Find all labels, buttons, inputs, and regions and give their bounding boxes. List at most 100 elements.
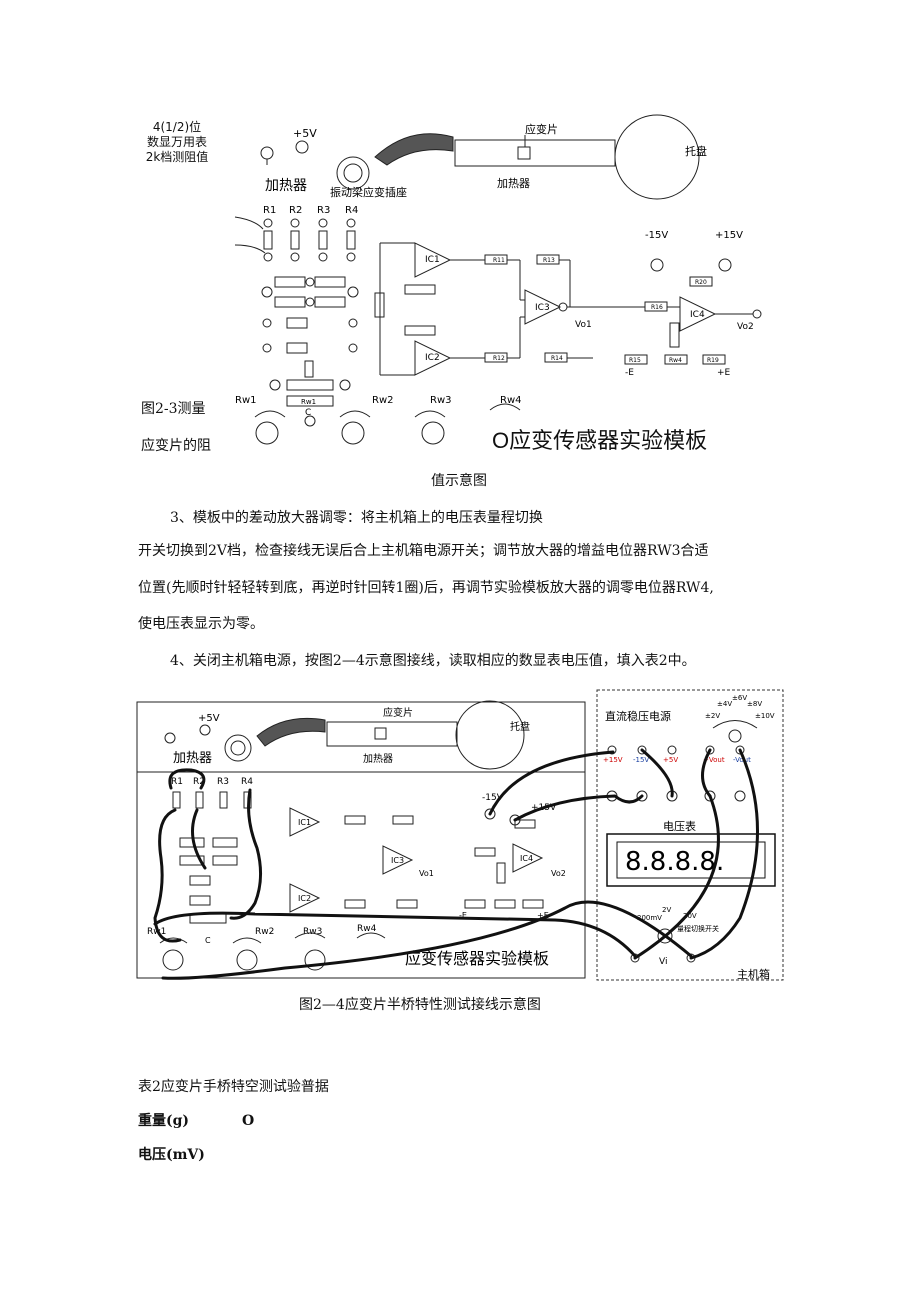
label-minus15v: -15V	[645, 230, 668, 241]
table2-row1-label: 重量(g)	[138, 1113, 190, 1129]
step3-line4: 使电压表显示为零。	[138, 616, 264, 632]
label-strain-gauge: 应变片	[525, 122, 558, 136]
label2-neg-e: -E	[459, 911, 467, 920]
label-rw3: Rw3	[430, 395, 452, 406]
strain-module-diagram-1: +5V 加热器 振动梁应变插座 应变片 加热器 托盘 R1 R2 R3 R4 R…	[234, 114, 762, 445]
host-box	[596, 689, 784, 981]
label-r4: R4	[345, 205, 358, 216]
label2-c: C	[205, 936, 211, 945]
label-vo1: Vo1	[575, 320, 592, 330]
label-beam-socket: 振动梁应变插座	[330, 185, 407, 199]
tray	[614, 114, 700, 200]
label2-pm8: ±8V	[747, 700, 762, 708]
label2-r1: R1	[171, 777, 183, 787]
label2-tray: 托盘	[510, 720, 530, 733]
fig1-caption-b: 应变片的阻	[141, 438, 211, 454]
label2-vout-minus: -Vout	[733, 756, 751, 764]
label-rw2: Rw2	[372, 395, 394, 406]
label2-pm6: ±6V	[732, 694, 747, 702]
label2-host: 主机箱	[737, 967, 770, 981]
label2-ic1: IC1	[298, 818, 311, 827]
label-r2: R2	[289, 205, 302, 216]
label2-pm4: ±4V	[717, 700, 732, 708]
terminal-5v	[295, 140, 309, 154]
label2-dc-supply: 直流稳压电源	[605, 709, 671, 723]
label2-vo1: Vo1	[419, 869, 434, 878]
range-switch-knob	[657, 928, 673, 944]
label2-heater-2: 加热器	[363, 752, 393, 765]
label2-ic4: IC4	[520, 854, 533, 863]
label2-20v: 20V	[683, 912, 697, 920]
label2-vout-plus: +Vout	[703, 756, 725, 764]
label-rw4: Rw4	[500, 395, 522, 406]
label-rw1: Rw1	[235, 395, 257, 406]
label2-heater: 加热器	[173, 751, 212, 766]
voltmeter-digits: 8.8.8.8.	[625, 847, 724, 877]
label-r11: R11	[493, 257, 505, 264]
strain-gauge-square	[517, 146, 531, 160]
note-line-3: 2k档测阻值	[145, 150, 209, 164]
label-ic3: IC3	[535, 303, 550, 313]
label-plus15v: +15V	[715, 230, 743, 241]
label2-strain-gauge: 应变片	[383, 706, 413, 719]
label-neg-e: -E	[625, 368, 634, 378]
note-line-2: 数显万用表	[146, 135, 207, 149]
label-ic1: IC1	[425, 255, 440, 265]
label-ic2: IC2	[425, 353, 440, 363]
fig2-caption: 图2—4应变片半桥特性测试接线示意图	[299, 997, 541, 1013]
label2-pm2: ±2V	[705, 712, 720, 720]
label-r19: R19	[707, 357, 719, 364]
beam-socket	[336, 156, 370, 190]
label2-pm10: ±10V	[755, 712, 775, 720]
label-heater: 加热器	[265, 178, 307, 194]
table2-title: 表2应变片手桥特空测试验普据	[138, 1079, 329, 1095]
label2-m15: -15V	[633, 756, 649, 764]
label2-p15: +15V	[603, 756, 623, 764]
label2-voltmeter: 电压表	[663, 819, 696, 833]
label-5v: +5V	[293, 127, 317, 140]
table2-row1-value: O	[242, 1113, 255, 1129]
step3-line3: 位置(先顺时针轻轻转到底，再逆时针回转1圈)后，再调节实验模板放大器的调零电位器…	[138, 580, 714, 596]
fig1-caption-a: 图2-3测量	[141, 401, 206, 417]
label2-r4: R4	[241, 777, 253, 787]
label2-module-title: 应变传感器实验模板	[405, 949, 549, 968]
label-pos-e: +E	[717, 368, 731, 378]
label2-pos-e: +E	[537, 911, 549, 920]
label-r13: R13	[543, 257, 555, 264]
label2-r2: R2	[193, 777, 205, 787]
voltmeter-display-frame	[606, 833, 776, 887]
label-r20: R20	[695, 279, 707, 286]
label2-rw4: Rw4	[357, 924, 377, 934]
label-c: C	[305, 408, 311, 418]
label-r1: R1	[263, 205, 276, 216]
label-heater-2: 加热器	[497, 177, 530, 190]
label-r15: R15	[629, 357, 641, 364]
label2-p5: +5V	[663, 756, 678, 764]
label-r3: R3	[317, 205, 330, 216]
label-rw4-small: Rw4	[669, 357, 682, 364]
table2-row2-label: 电压(mV)	[138, 1147, 205, 1163]
multimeter-note: 4(1/2)位 数显万用表 2k档测阻值	[132, 120, 222, 165]
label2-minus15v: -15V	[482, 793, 504, 803]
label2-vi: Vi	[659, 957, 667, 967]
label-r14: R14	[551, 355, 563, 362]
module-board	[136, 701, 586, 979]
note-line-1: 4(1/2)位	[152, 120, 202, 134]
label-ic4: IC4	[690, 310, 705, 320]
fig1-module-title: O应变传感器实验模板	[492, 428, 708, 453]
beam-body	[454, 139, 616, 167]
label2-5v: +5V	[198, 713, 220, 724]
label2-200mv: 200mV	[637, 914, 662, 922]
label2-r3: R3	[217, 777, 229, 787]
label-vo2: Vo2	[737, 322, 754, 332]
label-r12: R12	[493, 355, 505, 362]
beam-arm	[374, 133, 454, 166]
label-tray: 托盘	[685, 144, 707, 158]
step4-text: 4、关闭主机箱电源，按图2—4示意图接线，读取相应的数显表电压值，填入表2中。	[170, 653, 696, 669]
step3-line2: 开关切换到2V档，检查接线无误后合上主机箱电源开关；调节放大器的增益电位器RW3…	[138, 543, 709, 559]
label2-vo2: Vo2	[551, 869, 566, 878]
voltmeter-display	[616, 841, 766, 879]
label2-ic3: IC3	[391, 856, 404, 865]
label-r16: R16	[651, 304, 663, 311]
label2-rw3: Rw3	[303, 927, 322, 937]
